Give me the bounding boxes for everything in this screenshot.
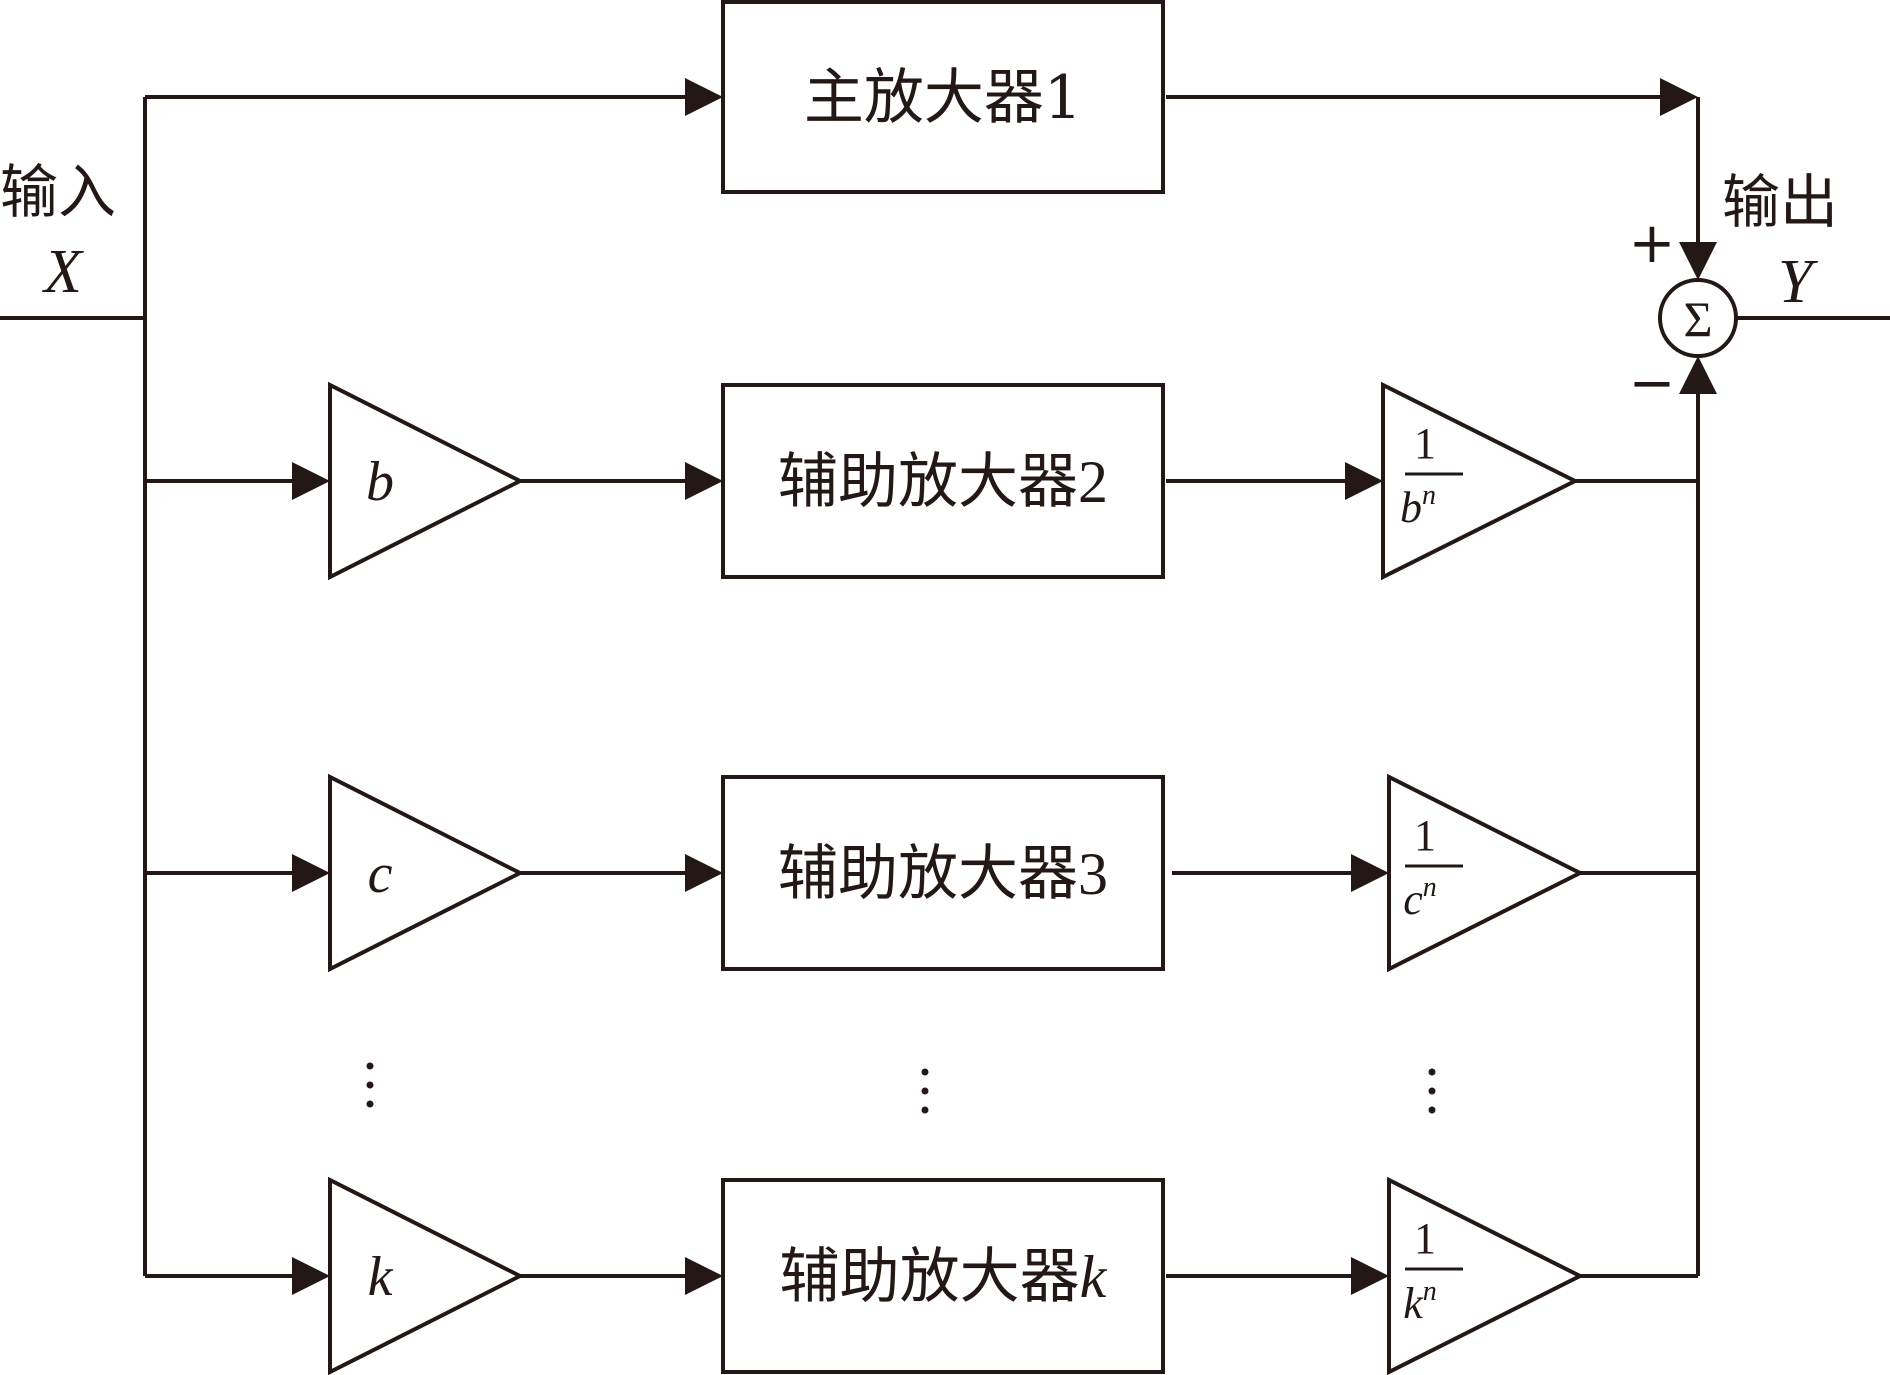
- main-amplifier-box: [721, 0, 1165, 194]
- pre-gain-c-label: c: [368, 843, 393, 905]
- summer-symbol: Σ: [1683, 291, 1712, 347]
- aux-branch-k-mid-arrow: [685, 1257, 723, 1295]
- summer-plus-sign: +: [1629, 211, 1676, 276]
- aux-branch-b-mid-arrow: [685, 462, 723, 500]
- output-label: 输出: [1722, 168, 1838, 236]
- post-gain-c-denominator: cn: [1403, 872, 1437, 924]
- aux-amplifier-2-label: 辅助放大器2: [778, 447, 1108, 517]
- aux-branch-b: b 辅助放大器2 1 bn: [145, 381, 1698, 581]
- aux-branch-c: c 辅助放大器3 1 cn: [145, 773, 1698, 973]
- pre-gain-b-label: b: [366, 451, 394, 513]
- pre-gain-k-label: k: [368, 1246, 394, 1308]
- main-branch-input-arrow: [685, 78, 723, 116]
- aux-amplifier-k-label: 辅助放大器k: [780, 1242, 1108, 1312]
- post-gain-b-triangle: [1381, 381, 1580, 581]
- aux-branch-k-out-arrow: [1351, 1257, 1389, 1295]
- post-gain-k-numerator: 1: [1414, 1214, 1436, 1263]
- pre-gain-k-triangle: [328, 1176, 525, 1375]
- pre-gain-c-triangle: [328, 773, 525, 973]
- continuation-dots: [366, 1062, 1436, 1114]
- aux-branch-c-out-arrow: [1351, 854, 1389, 892]
- dots-amplifier-column: [921, 1068, 929, 1114]
- aux-amplifier-2-box: [721, 383, 1165, 579]
- summer-plus-arrow: [1679, 242, 1717, 280]
- summer-minus-sign: −: [1629, 351, 1676, 416]
- input-symbol: X: [41, 238, 84, 306]
- post-gain-c-triangle: [1387, 773, 1585, 973]
- main-amplifier-label: 主放大器1: [804, 63, 1082, 133]
- aux-branch-k: k 辅助放大器k 1 kn: [145, 1176, 1698, 1375]
- summer-minus-arrow: [1679, 356, 1717, 394]
- aux-branch-c-mid-arrow: [685, 854, 723, 892]
- aux-branch-k-input-arrow: [292, 1257, 330, 1295]
- output-symbol: Y: [1778, 248, 1818, 316]
- input-label: 输入: [0, 158, 116, 226]
- post-gain-k-denominator: kn: [1403, 1276, 1437, 1328]
- dots-pre-gain-column: [366, 1062, 374, 1108]
- aux-amplifier-3-label: 辅助放大器3: [778, 839, 1108, 909]
- post-gain-k-triangle: [1387, 1176, 1585, 1375]
- main-branch-output-arrow: [1660, 78, 1698, 116]
- aux-branch-c-input-arrow: [292, 854, 330, 892]
- aux-branch-b-input-arrow: [292, 462, 330, 500]
- dots-post-gain-column: [1428, 1068, 1436, 1114]
- post-gain-c-numerator: 1: [1414, 811, 1436, 860]
- aux-branch-b-out-arrow: [1345, 462, 1383, 500]
- aux-amplifier-k-box: [721, 1178, 1165, 1374]
- post-gain-b-numerator: 1: [1414, 419, 1436, 468]
- post-gain-b-denominator: bn: [1400, 480, 1436, 532]
- aux-amplifier-3-box: [721, 775, 1165, 971]
- pre-gain-b-triangle: [328, 381, 525, 581]
